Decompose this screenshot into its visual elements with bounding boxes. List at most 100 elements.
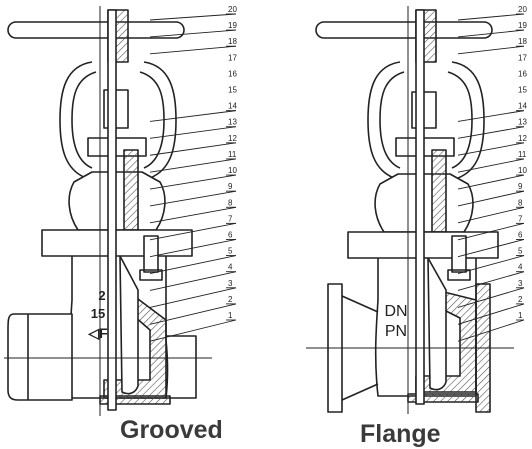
leader-line — [457, 239, 525, 258]
leader-line — [149, 222, 237, 241]
leader-line — [149, 239, 237, 258]
callout-number: 12 — [518, 134, 527, 143]
leader-line — [457, 255, 525, 275]
leader-line — [149, 142, 237, 156]
yoke — [59, 61, 177, 179]
callout-number: 3 — [518, 279, 523, 288]
grooved-gate-valve-drawing — [4, 6, 237, 416]
leader-line — [149, 303, 237, 325]
bonnet-flange — [41, 229, 193, 257]
leader-line — [149, 255, 237, 275]
leader-line — [149, 319, 237, 342]
leader-line — [457, 206, 525, 224]
grooved-end-right — [166, 335, 197, 399]
leader-line — [149, 110, 237, 122]
callout-number: 16 — [518, 69, 527, 78]
caption-grooved: Grooved — [120, 416, 223, 444]
leader-line — [149, 29, 237, 38]
leader-line — [457, 142, 525, 156]
bolt-nut — [447, 269, 471, 281]
leader-line — [457, 287, 525, 308]
callout-number: 17 — [228, 53, 237, 62]
callout-number: 13 — [228, 118, 237, 127]
callout-number: 2 — [228, 295, 233, 304]
callout-number: 12 — [228, 134, 237, 143]
leader-line — [457, 222, 525, 241]
grooved-end-left — [7, 313, 73, 401]
leader-line — [457, 126, 525, 139]
handwheel — [315, 21, 493, 39]
callout-number: 20 — [228, 5, 237, 14]
stem — [107, 9, 117, 411]
callout-number: 18 — [518, 37, 527, 46]
leader-line — [457, 158, 525, 173]
body-marks: 2 15 ◁F — [87, 288, 108, 341]
body-marks: DN PN — [384, 303, 407, 340]
callout-number: 8 — [228, 198, 233, 207]
callout-number: 16 — [228, 69, 237, 78]
callout-number: 10 — [518, 166, 527, 175]
callout-number: 17 — [518, 53, 527, 62]
gate-disc — [427, 257, 447, 391]
callout-leaders — [149, 13, 237, 342]
callout-number: 1 — [518, 311, 523, 320]
callout-number: 11 — [228, 150, 237, 159]
leader-line — [149, 271, 237, 291]
callout-number: 1 — [228, 311, 233, 320]
callout-number: 6 — [518, 230, 523, 239]
callout-number: 5 — [518, 247, 523, 256]
leader-line — [457, 190, 525, 207]
leader-line — [457, 45, 525, 55]
callout-number: 19 — [518, 21, 527, 30]
packing-gland — [431, 149, 447, 233]
body-mark-dn: DN — [384, 303, 407, 320]
callout-number: 14 — [228, 102, 237, 111]
body-mark-size: 2 — [98, 288, 105, 303]
callout-number: 9 — [518, 182, 523, 191]
bolt-nut — [139, 269, 163, 281]
callout-number: 8 — [518, 198, 523, 207]
callout-number: 10 — [228, 166, 237, 175]
leader-line — [457, 319, 525, 342]
callout-number: 19 — [228, 21, 237, 30]
flange-left-neck — [341, 295, 379, 401]
leader-line — [457, 13, 525, 21]
callout-number: 3 — [228, 279, 233, 288]
leader-line — [149, 190, 237, 207]
callout-number: 4 — [518, 263, 523, 272]
callout-number: 15 — [518, 86, 527, 95]
callout-number: 18 — [228, 37, 237, 46]
leader-line — [149, 158, 237, 173]
bolt — [143, 235, 159, 273]
leader-line — [149, 126, 237, 139]
leader-line — [149, 287, 237, 308]
leader-line — [457, 271, 525, 291]
callout-number: 13 — [518, 118, 527, 127]
callout-number: 15 — [228, 86, 237, 95]
bonnet — [68, 171, 166, 231]
gate-disc — [119, 255, 139, 395]
leader-line — [457, 303, 525, 325]
body-mark-pressure: 15 — [91, 306, 105, 321]
callout-number: 2 — [518, 295, 523, 304]
leader-line — [149, 206, 237, 224]
stem — [415, 9, 425, 405]
caption-flange: Flange — [360, 420, 441, 448]
callout-number: 6 — [228, 230, 233, 239]
leader-line — [457, 174, 525, 190]
callout-number: 11 — [518, 150, 527, 159]
leader-line — [149, 45, 237, 55]
callout-leaders — [457, 13, 525, 342]
body-wall-hatched — [103, 295, 167, 399]
body-mark-flow: ◁F — [87, 325, 108, 341]
handwheel — [7, 21, 185, 39]
body-mark-pn: PN — [385, 323, 407, 340]
yoke-inner — [379, 71, 473, 169]
callout-number: 5 — [228, 247, 233, 256]
callout-number: 9 — [228, 182, 233, 191]
leader-line — [457, 110, 525, 122]
valve-body — [374, 258, 477, 397]
packing-gland — [123, 149, 139, 231]
